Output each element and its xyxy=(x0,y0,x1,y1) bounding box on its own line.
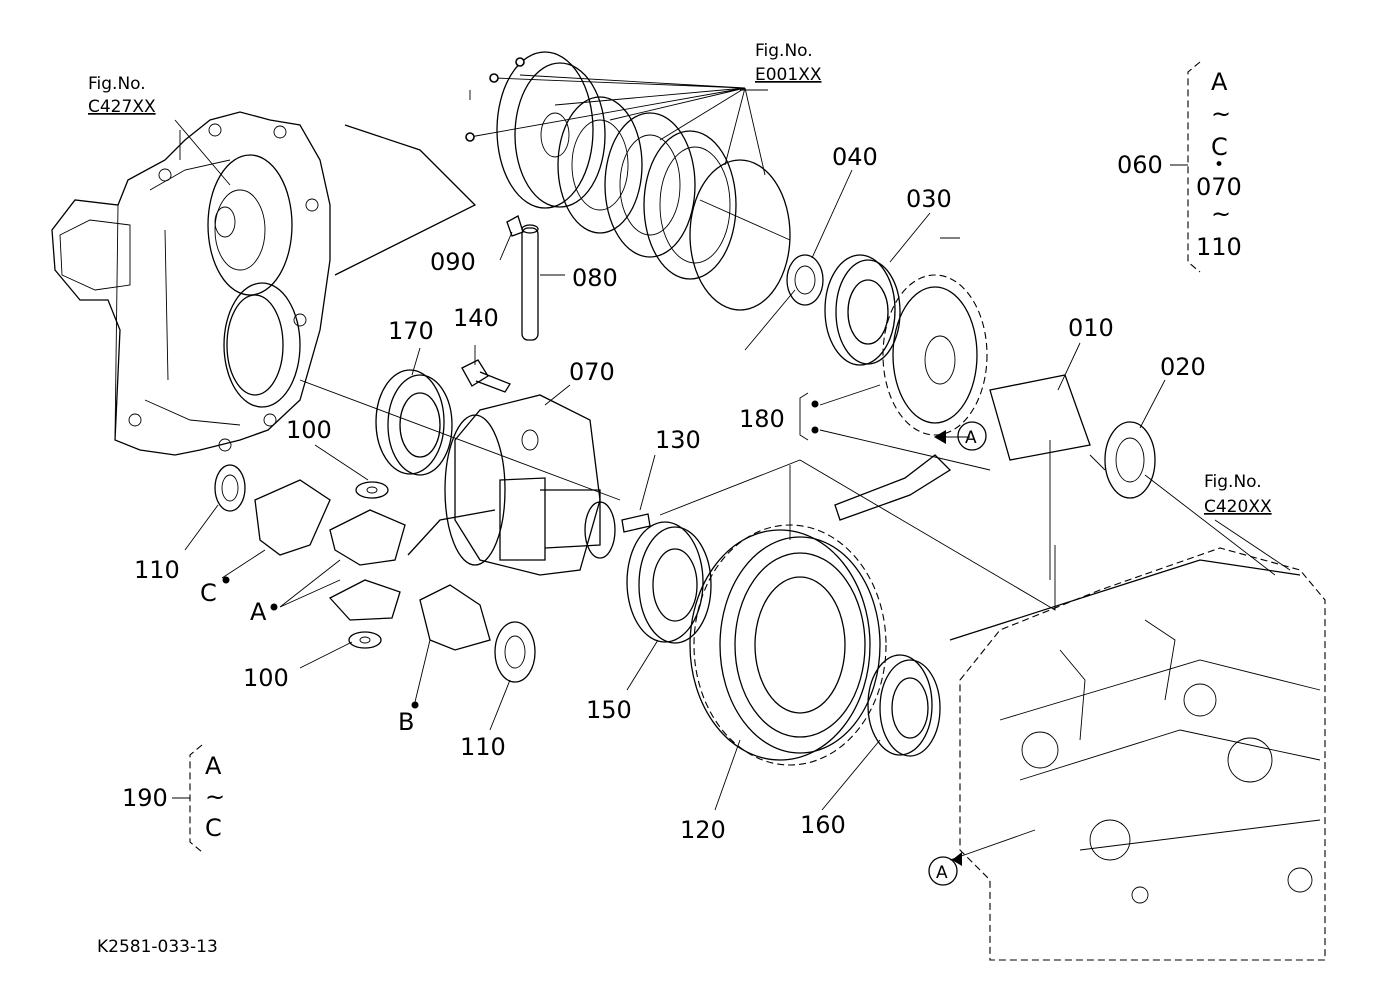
bearing-150 xyxy=(626,521,712,644)
part-number-110-bottom: 110 xyxy=(460,733,506,761)
leader-dots xyxy=(222,400,962,866)
part-number-130: 130 xyxy=(655,426,701,454)
part-number-080: 080 xyxy=(572,264,618,292)
set-190-to: C xyxy=(205,814,222,842)
marker-a-top-text: A xyxy=(965,428,977,448)
part-number-070: 070 xyxy=(569,358,615,386)
set-060-to: 110 xyxy=(1196,233,1242,261)
set-060-dot: • xyxy=(1214,155,1224,175)
part-number-160: 160 xyxy=(800,811,846,839)
set-190-tilde: ~ xyxy=(205,783,225,811)
marker-c: C xyxy=(200,579,217,607)
part-number-040: 040 xyxy=(832,143,878,171)
part-number-190: 190 xyxy=(122,784,168,812)
part-number-060: 060 xyxy=(1117,151,1163,179)
set-060-tilde-2: ~ xyxy=(1211,200,1231,228)
part-number-090: 090 xyxy=(430,248,476,276)
ring-gear-120 xyxy=(659,459,1056,766)
bolt-140 xyxy=(461,359,511,393)
part-number-100-bottom: 100 xyxy=(243,664,289,692)
drawing-code: K2581-033-13 xyxy=(97,937,218,957)
marker-a-bottom-text: A xyxy=(936,863,948,883)
fig-ref-code-c427: C427XX xyxy=(88,97,156,117)
rear-housing xyxy=(949,547,1326,961)
fig-ref-label-c427: Fig.No. xyxy=(88,74,146,94)
part-number-140: 140 xyxy=(453,304,499,332)
fig-ref-label-c420: Fig.No. xyxy=(1204,472,1262,492)
part-number-150: 150 xyxy=(586,696,632,724)
marker-a-circle-bottom xyxy=(928,856,958,886)
shaft-080 xyxy=(506,215,539,341)
part-number-120: 120 xyxy=(680,816,726,844)
part-number-180: 180 xyxy=(739,405,785,433)
set-brackets xyxy=(172,61,1201,853)
set-190-from: A xyxy=(205,752,222,780)
fig-ref-label-e001: Fig.No. xyxy=(755,41,813,61)
part-number-030: 030 xyxy=(906,185,952,213)
set-060-tilde-1: ~ xyxy=(1211,100,1231,128)
differential-case xyxy=(407,394,616,576)
bearing-170 xyxy=(299,369,621,501)
marker-a: A xyxy=(250,598,267,626)
fig-ref-code-c420: C420XX xyxy=(1204,497,1272,517)
pinion-assembly xyxy=(786,254,1276,580)
diff-small-parts xyxy=(214,464,651,683)
part-number-100-top: 100 xyxy=(286,416,332,444)
part-number-110-left: 110 xyxy=(134,556,180,584)
clutch-pack xyxy=(465,51,796,351)
set-060-mid: C xyxy=(1211,133,1228,161)
leader-lines xyxy=(179,89,1291,861)
part-number-020: 020 xyxy=(1160,353,1206,381)
set-060-from2: 070 xyxy=(1196,173,1242,201)
marker-a-circle-top xyxy=(957,421,987,451)
bearing-160 xyxy=(867,654,941,757)
fig-ref-code-e001: E001XX xyxy=(755,65,822,85)
front-housing xyxy=(51,111,477,456)
part-number-010: 010 xyxy=(1068,314,1114,342)
marker-b: B xyxy=(398,708,414,736)
part-number-170: 170 xyxy=(388,317,434,345)
set-060-from: A xyxy=(1211,68,1228,96)
